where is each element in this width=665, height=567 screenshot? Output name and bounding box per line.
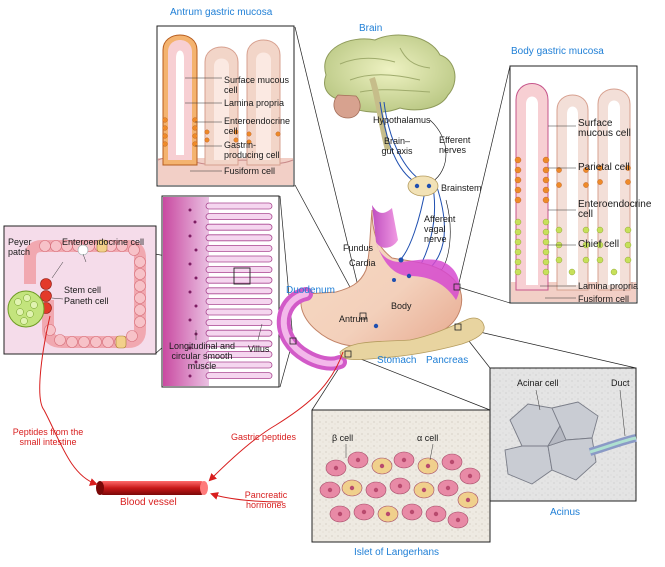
islet-cell-nucleus [379, 463, 385, 469]
islet-cell-nucleus [361, 509, 367, 515]
villus-shape [205, 308, 273, 316]
islet-cell-nucleus [327, 487, 333, 493]
islet-panel [311, 409, 491, 543]
villus-label: Villus [248, 344, 270, 354]
islet-cell-nucleus [467, 473, 473, 479]
islet-cell-nucleus [333, 465, 339, 471]
villus-shape [205, 276, 273, 284]
villus-shape [205, 287, 273, 295]
small-intestine-peptides-label: Peptides from the small intestine [12, 427, 84, 447]
pancreas-label: Pancreas [426, 355, 469, 366]
body-label-surface-mucous: Surface mucous cell [578, 118, 631, 139]
cardia-label: Cardia [349, 258, 376, 268]
villus-shape [205, 319, 273, 327]
villus-shape [205, 361, 273, 369]
islet-cell-nucleus [445, 485, 451, 491]
villus-shape [205, 340, 273, 348]
villus-shape [205, 297, 273, 305]
intestine-crypt-panel [3, 225, 157, 355]
stomach-label: Stomach [377, 355, 417, 366]
peyer-patch-label: Peyer patch [8, 237, 32, 257]
stem-cell-label: Stem cell [64, 285, 102, 295]
islet-title: Islet of Langerhans [354, 547, 440, 558]
smooth-muscle-label: Longitudinal and circular smooth muscle [168, 341, 236, 371]
antrum-label-enteroendocrine: Enteroendocrine cell [224, 116, 291, 136]
villus-shape [205, 329, 273, 337]
islet-cell-nucleus [433, 511, 439, 517]
islet-cell-nucleus [465, 497, 471, 503]
antrum-panel-title: Antrum gastric mucosa [170, 7, 273, 18]
body-label-chief: Chief cell [578, 239, 620, 250]
villus-shape [205, 372, 273, 380]
islet-cell-nucleus [421, 487, 427, 493]
antrum-label-gastrin: Gastrin-producing cell [224, 140, 280, 160]
body-mucosa-panel [509, 65, 638, 304]
villus-shape [205, 202, 273, 210]
villus-shape [205, 244, 273, 252]
paneth-cell-label: Paneth cell [64, 296, 109, 306]
villus-shape [205, 223, 273, 231]
villus-shape [205, 234, 273, 242]
antrum-label-lamina-propria: Lamina propria [224, 98, 285, 108]
islet-cell-nucleus [385, 511, 391, 517]
acinus-panel [489, 367, 637, 502]
pancreatic-hormones-label: Pancreatic hormones [244, 490, 288, 510]
antrum-label-fusiform: Fusiform cell [224, 166, 276, 176]
hormone-pathways [39, 315, 344, 503]
villus-shape [205, 266, 273, 274]
brain [324, 34, 456, 151]
antrum-label: Antrum [339, 314, 369, 324]
villus-shape [205, 255, 273, 263]
fundus-label: Fundus [343, 243, 374, 253]
islet-cell-nucleus [373, 487, 379, 493]
alpha-cell-label: α cell [417, 433, 439, 443]
gastric-peptides-label: Gastric peptides [231, 432, 297, 442]
stomach [276, 205, 485, 371]
body-label-fusiform: Fusiform cell [578, 294, 630, 304]
islet-cell-nucleus [449, 459, 455, 465]
beta-cell-label: β cell [332, 433, 354, 443]
islet-cell-nucleus [397, 483, 403, 489]
body-panel-title: Body gastric mucosa [511, 46, 604, 57]
islet-cell-nucleus [425, 463, 431, 469]
duodenum-label: Duodenum [286, 285, 335, 296]
brain-gut-axis-label: Brain–gut axis [381, 136, 413, 156]
hypothalamus-label: Hypothalamus [373, 115, 431, 125]
brain-label: Brain [359, 23, 383, 34]
villus-shape [205, 213, 273, 221]
islet-cell-nucleus [409, 509, 415, 515]
stomach-body-label: Body [391, 301, 412, 311]
islet-cell-nucleus [337, 511, 343, 517]
intestine-enteroendocrine-label: Enteroendocrine cell [62, 237, 145, 247]
body-label-parietal: Parietal cell [578, 162, 630, 173]
blood-vessel [96, 481, 208, 495]
efferent-nerves-label: Efferent nerves [439, 135, 471, 155]
afferent-vagal-label: Afferent vagal nerve [424, 214, 456, 244]
villus-shape [205, 350, 273, 358]
islet-cell-nucleus [401, 457, 407, 463]
islet-cell-nucleus [455, 517, 461, 523]
acinar-cell-label: Acinar cell [517, 378, 559, 388]
duct-label: Duct [611, 378, 630, 388]
body-label-enteroendocrine: Enteroendocrine cell [578, 199, 652, 220]
brainstem-label: Brainstem [441, 183, 482, 193]
acinus-title: Acinus [550, 507, 581, 518]
blood-vessel-label: Blood vessel [120, 497, 177, 508]
antrum-label-surface-mucous: Surface mucous cell [224, 75, 290, 95]
body-label-lamina-propria: Lamina propria [578, 281, 639, 291]
brainstem-node [407, 175, 439, 197]
islet-cell-nucleus [349, 485, 355, 491]
islet-cell-nucleus [355, 457, 361, 463]
villi-panel [161, 195, 280, 388]
peyer-patch [7, 290, 45, 328]
antrum-mucosa-panel [156, 25, 295, 187]
